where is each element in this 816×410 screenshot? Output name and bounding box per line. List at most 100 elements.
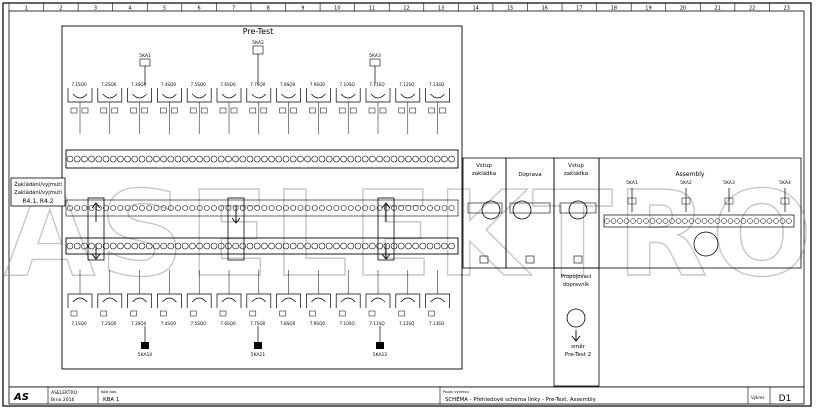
roller (427, 205, 433, 211)
roller (448, 205, 455, 211)
station: 7.2SQ0 (97, 82, 123, 134)
roller (167, 155, 175, 163)
roller (254, 205, 261, 211)
connecting-label-1: Propojovací (561, 273, 592, 280)
station-label: 7.1SQ0 (71, 82, 87, 87)
station: 7.1SQ0 (67, 270, 93, 326)
station-label: 7.4SQ0 (161, 321, 177, 326)
roller (182, 205, 189, 211)
arrow-up-icon (91, 202, 101, 222)
arrow-down-icon (231, 206, 241, 224)
roller (727, 218, 734, 224)
roller (675, 218, 682, 224)
roller (203, 242, 211, 250)
station: 7.13SQ (425, 270, 450, 326)
station: 7.10SQ (335, 270, 361, 326)
roller (419, 205, 426, 211)
roller (196, 155, 203, 163)
roller (203, 155, 211, 163)
station: 7.3SQ0 (127, 270, 152, 326)
conveyor-belt-top (65, 149, 459, 169)
roller (247, 205, 253, 211)
column-number: 6 (198, 6, 201, 12)
roller (102, 242, 110, 250)
roller (88, 205, 95, 211)
roller (203, 205, 210, 211)
roller (747, 218, 753, 224)
roller (66, 155, 74, 163)
roller (160, 205, 167, 211)
roller (333, 242, 340, 250)
roller (74, 205, 81, 211)
sensor-tag: 5KA10 (138, 352, 153, 358)
roller (117, 205, 124, 211)
station-label: 7.12SQ (399, 321, 415, 326)
station-label: 7.3SQ0 (131, 321, 147, 326)
roller (117, 155, 124, 163)
station: 7.3SQ0 (127, 82, 152, 134)
station-label: 7.8SQ0 (280, 321, 296, 326)
station-label: 7.1SQ0 (71, 321, 87, 326)
roller (311, 242, 319, 250)
roller (189, 242, 196, 250)
roller (160, 242, 167, 250)
station-label: 7.10SQ (340, 321, 356, 326)
doprava-label: Doprava (518, 172, 541, 178)
roller (102, 155, 110, 163)
roller (246, 155, 254, 163)
roller (232, 155, 239, 163)
roller (412, 205, 419, 211)
roller (412, 155, 419, 163)
station-label: 7.7SQ0 (250, 82, 266, 87)
logo-text: AS (13, 392, 29, 403)
roller (369, 155, 376, 163)
roller (419, 242, 427, 250)
roller (390, 155, 398, 163)
arrow-down-icon (571, 330, 581, 342)
roller (662, 218, 669, 224)
roller (355, 205, 361, 211)
roller (225, 155, 232, 163)
company-name: ASELEKTRO (51, 390, 78, 396)
assembly-conveyor (603, 214, 795, 228)
station: 7.9SQ0 (306, 82, 331, 134)
roller (66, 242, 74, 250)
roller (261, 205, 268, 211)
station: 7.10SQ (335, 82, 361, 134)
column-number: 10 (334, 6, 340, 12)
turntable (512, 200, 532, 220)
sensor-tag: 5KA11 (251, 352, 266, 358)
sensor-tag: 5KA1 (139, 53, 151, 59)
roller (311, 205, 318, 211)
roller (139, 205, 145, 211)
roller (145, 155, 153, 163)
arrow-down-icon (91, 244, 101, 260)
roller (643, 218, 649, 224)
roller (145, 242, 153, 250)
station-label: 7.9SQ0 (310, 321, 326, 326)
roller (297, 205, 304, 211)
roller (239, 155, 247, 163)
station-label: 7.13SQ (429, 321, 445, 326)
column-number: 12 (403, 6, 409, 12)
roller (347, 155, 355, 163)
arrow-up-icon (381, 202, 391, 222)
roller (325, 242, 333, 250)
roller (232, 242, 239, 250)
transfer-unit-right (377, 197, 395, 261)
roller (383, 155, 391, 163)
column-number: 2 (59, 6, 62, 12)
roller (361, 155, 369, 163)
transfer-units (87, 197, 395, 261)
roller (779, 218, 786, 224)
vstup2-label-1: Vstup (568, 163, 584, 169)
roller (283, 205, 289, 211)
side-box-label-2: Zakládání/vyjmutí (14, 189, 62, 196)
station: 7.5SQ0 (186, 270, 212, 326)
connecting-label-2: dopravník (563, 281, 590, 288)
sensor-tag: 5KA4 (779, 180, 791, 186)
side-box-label-1: Zakládání/vyjmutí (14, 181, 62, 188)
roller (196, 242, 203, 250)
